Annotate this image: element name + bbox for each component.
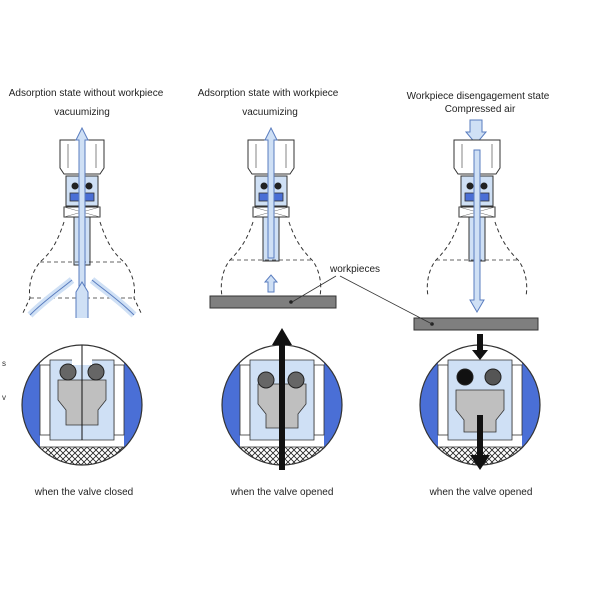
svg-text:v: v — [2, 393, 6, 402]
workpiece-plate-2 — [413, 317, 539, 331]
title-col-1: Adsorption state without workpiece — [8, 88, 164, 99]
caption-col-2: when the valve opened — [230, 487, 334, 498]
workpiece-plate-1 — [209, 295, 337, 309]
subtitle-col-2: vacuumizing — [242, 107, 298, 118]
suction-cup-1 — [21, 126, 143, 318]
detail-circle-2 — [221, 328, 343, 470]
caption-col-1: when the valve closed — [34, 487, 134, 498]
title-col-2: Adsorption state with workpiece — [197, 88, 339, 99]
subtitle-col-1: vacuumizing — [54, 107, 110, 118]
title-col-3: Workpiece disengagement state — [406, 91, 550, 102]
suction-cup-2 — [209, 126, 337, 309]
workpiece-label: workpieces — [329, 264, 381, 275]
suction-cup-3 — [413, 119, 539, 331]
detail-circle-1 — [21, 344, 143, 466]
leader-line-2 — [339, 275, 433, 325]
svg-text:s: s — [2, 359, 6, 368]
leader-line-1 — [291, 275, 337, 303]
caption-col-3: when the valve opened — [429, 487, 533, 498]
detail-circle-3 — [419, 334, 541, 470]
subtitle-col-3: Compressed air — [444, 104, 516, 115]
